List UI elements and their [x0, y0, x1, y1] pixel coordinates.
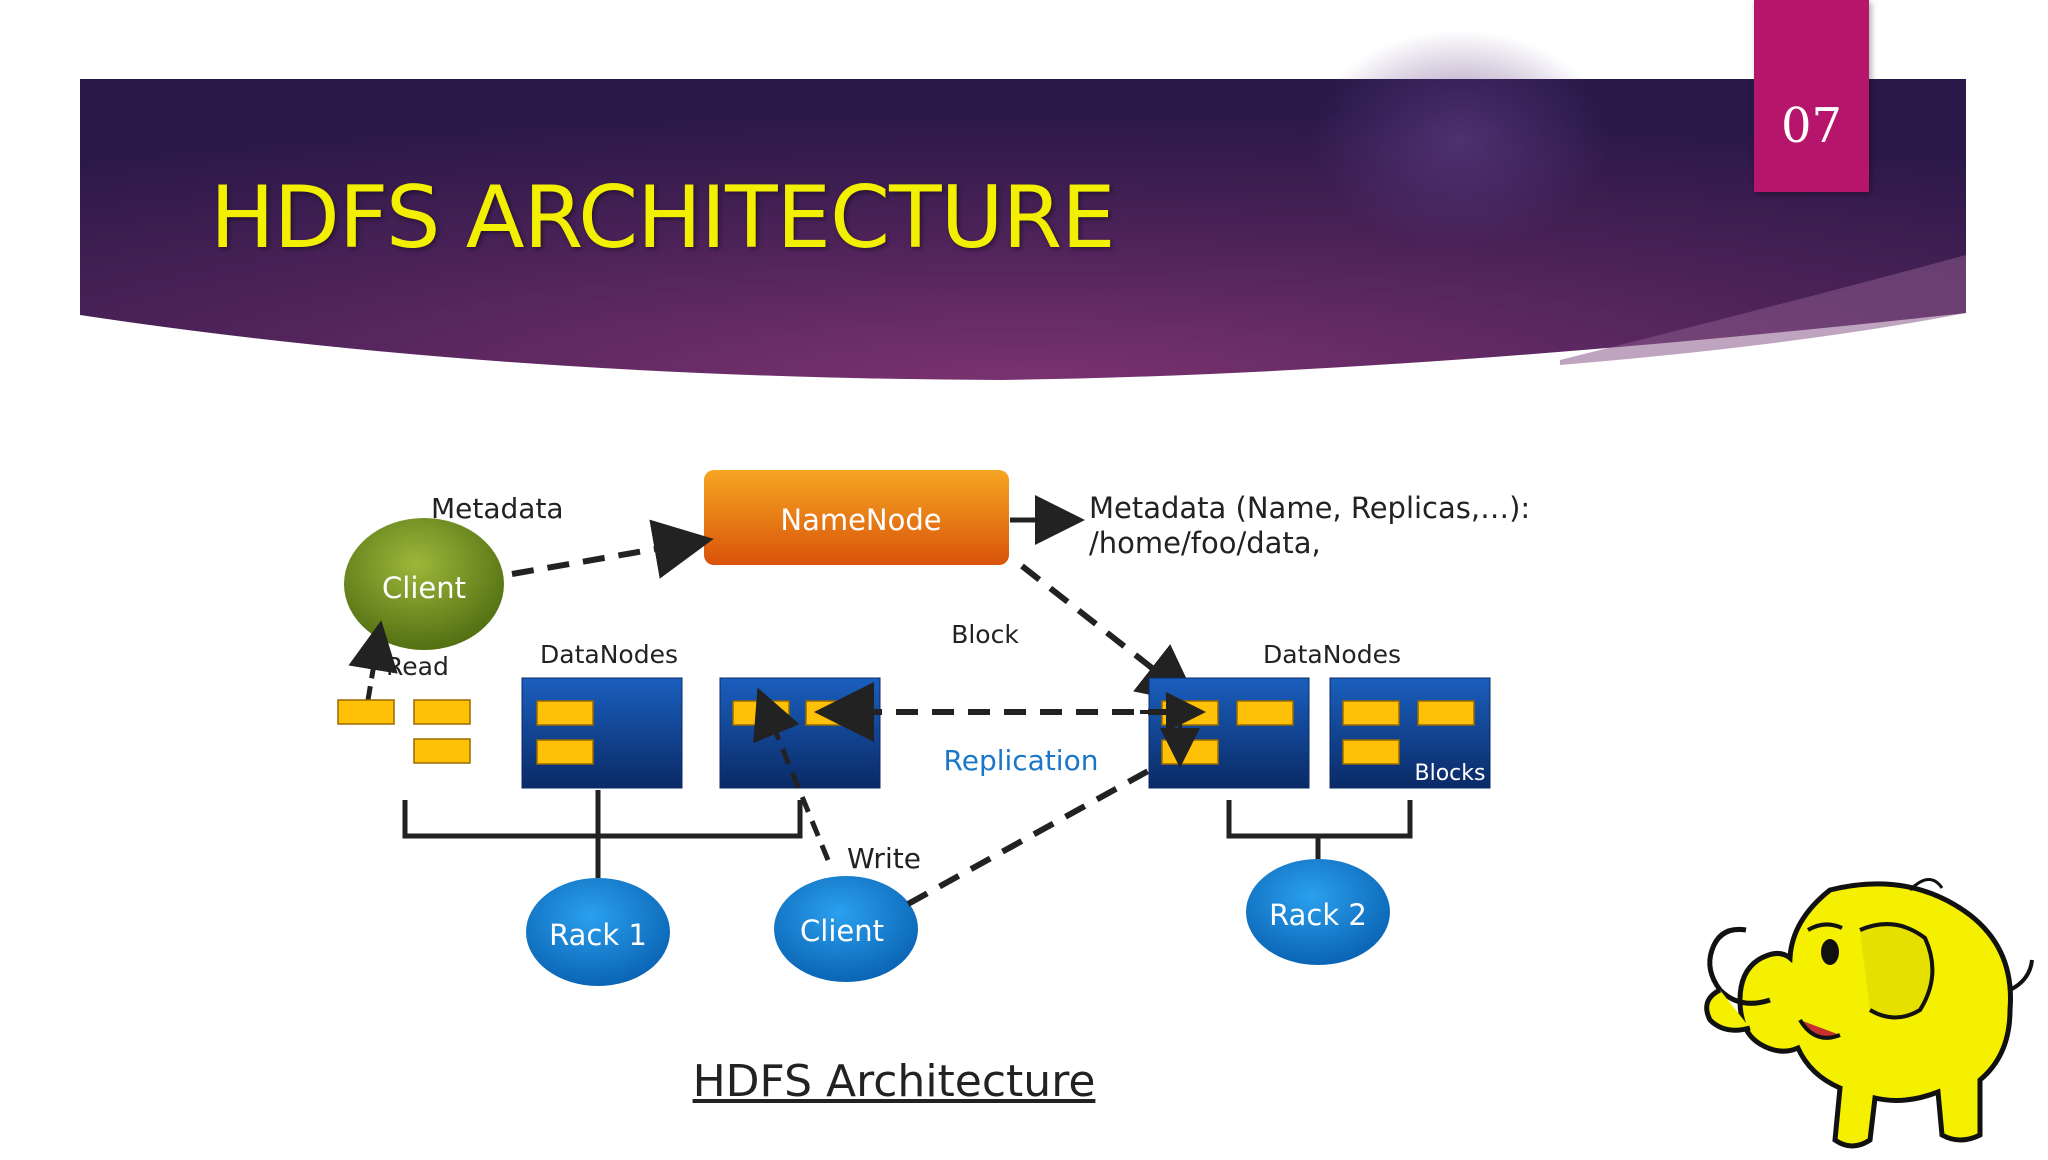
client-to-datanode-dashed — [906, 767, 1152, 907]
client-read-node: Client — [344, 518, 504, 650]
namenode-metadata-line1: Metadata (Name, Replicas,…): — [1089, 491, 1530, 525]
hadoop-elephant-icon — [1704, 878, 2034, 1149]
blocks-label: Blocks — [1415, 761, 1486, 786]
read-block — [413, 699, 471, 725]
diagram-caption: HDFS Architecture — [692, 1056, 1096, 1107]
datanodes-left-label: DataNodes — [540, 640, 678, 669]
rack2-bracket — [1226, 800, 1413, 839]
rack2-node: Rack 2 — [1246, 859, 1390, 965]
read-arrow — [348, 620, 398, 701]
namenode-to-datanode-arrow — [1020, 563, 1199, 705]
metadata-label: Metadata — [431, 492, 564, 525]
namenode-metadata-line2: /home/foo/data, — [1089, 526, 1321, 560]
datanode-rack2-b: Blocks — [1329, 677, 1491, 789]
datanode-rack1-b — [719, 677, 881, 789]
client-read-label: Client — [382, 571, 466, 605]
write-label: Write — [847, 842, 921, 875]
slide-title: HDFS ARCHITECTURE — [210, 168, 1116, 268]
client-write-label: Client — [800, 914, 884, 948]
rack2-label: Rack 2 — [1269, 898, 1367, 932]
datanodes-right-label: DataNodes — [1263, 640, 1401, 669]
page-number: 07 — [1780, 98, 1843, 154]
read-block — [337, 699, 395, 725]
page-number-tab: 07 — [1754, 0, 1869, 192]
client-to-namenode-arrow — [511, 519, 714, 579]
namenode-box: NameNode — [704, 470, 1009, 565]
namenode-label: NameNode — [780, 503, 941, 537]
rack1-bracket — [402, 800, 803, 839]
read-block — [413, 738, 471, 764]
block-label: Block — [951, 620, 1019, 649]
rack1-label: Rack 1 — [549, 918, 647, 952]
datanode-rack2-a — [1148, 677, 1310, 789]
replication-label: Replication — [944, 744, 1099, 777]
datanode-rack1-a — [521, 677, 683, 789]
write-arrow — [753, 687, 831, 861]
read-label: Read — [386, 652, 449, 681]
header-banner — [80, 30, 1966, 380]
client-write-node: Client — [774, 876, 918, 982]
rack1-node: Rack 1 — [526, 878, 670, 986]
